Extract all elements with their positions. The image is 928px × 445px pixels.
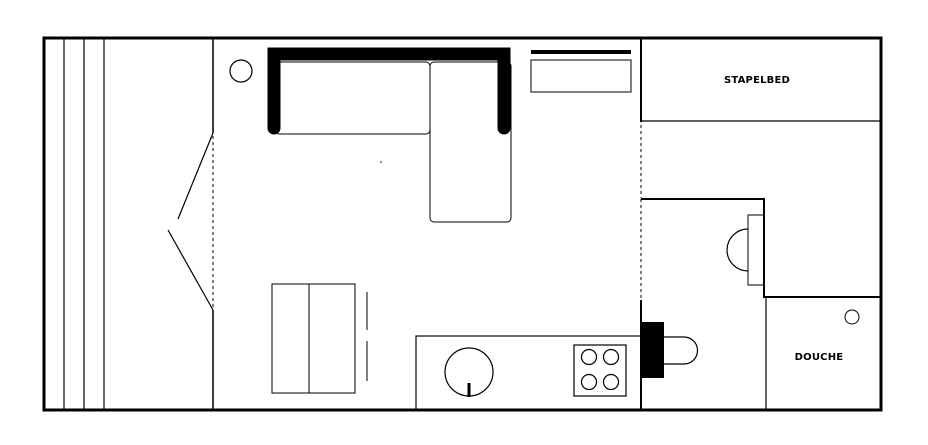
dining-table xyxy=(271,283,368,394)
wash-basin xyxy=(726,214,765,286)
tv-cabinet xyxy=(530,50,632,93)
porch-deck xyxy=(63,38,105,410)
toilet xyxy=(642,322,699,378)
shower-drain xyxy=(844,309,860,325)
porch-door xyxy=(167,132,214,311)
outer-wall xyxy=(42,36,883,412)
corner-sofa xyxy=(267,47,512,223)
cooktop xyxy=(573,344,627,397)
floor-dot xyxy=(380,161,382,163)
plant-circle xyxy=(229,59,253,83)
sink xyxy=(444,347,494,397)
kitchen-counter xyxy=(415,335,642,411)
interior-walls xyxy=(640,38,881,410)
room-label-shower: DOUCHE xyxy=(795,352,844,363)
room-label-bunk-bed: STAPELBED xyxy=(724,75,790,86)
